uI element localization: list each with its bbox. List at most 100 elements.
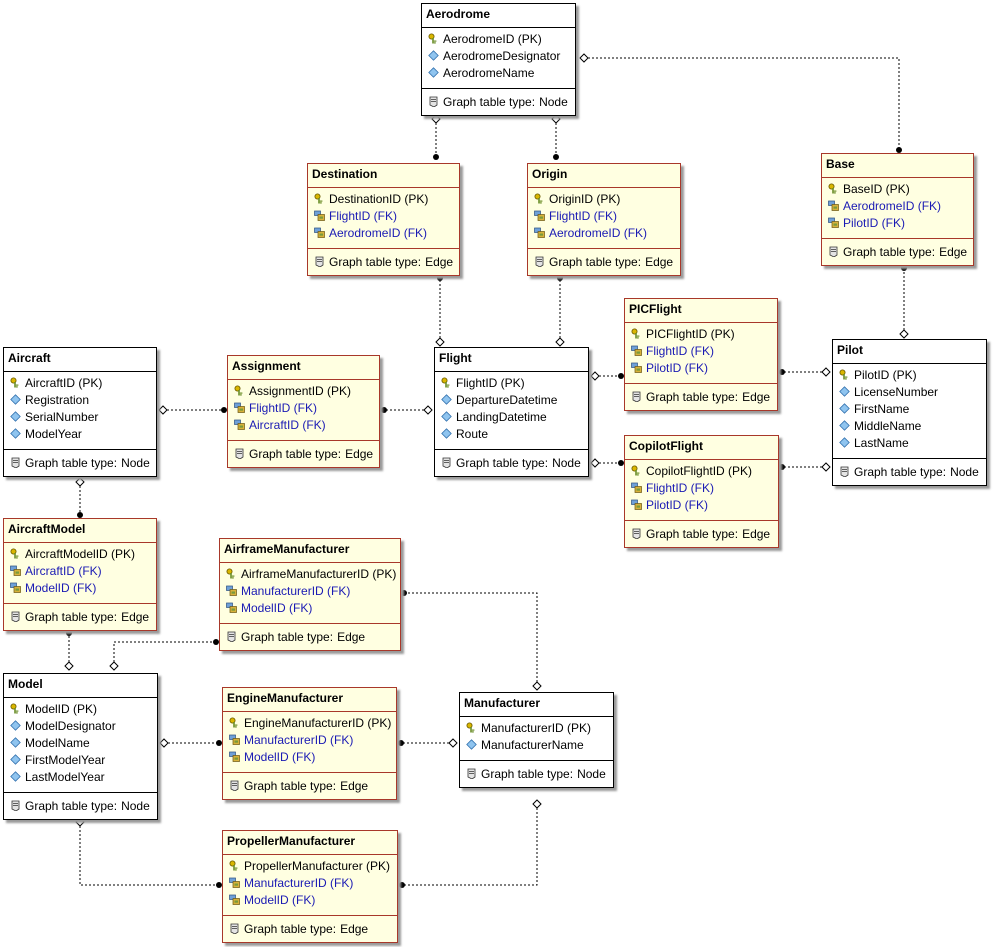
attribute-row[interactable]: AerodromeID (FK) [308, 225, 459, 242]
attribute-row[interactable]: PilotID (PK) [833, 367, 986, 384]
relationship-manufacturer-propellermanufacturer[interactable] [399, 799, 542, 888]
entity-title[interactable]: CopilotFlight [625, 436, 778, 460]
attribute-row[interactable]: AerodromeID (FK) [528, 225, 680, 242]
attribute-row[interactable]: LicenseNumber [833, 384, 986, 401]
attribute-row[interactable]: FlightID (FK) [308, 208, 459, 225]
attribute-row[interactable]: PropellerManufacturer (PK) [223, 858, 397, 875]
relationship-line[interactable] [402, 800, 538, 886]
entity-title[interactable]: AirframeManufacturer [220, 539, 400, 563]
relationship-flight-origin[interactable] [555, 275, 565, 347]
entity-title[interactable]: PropellerManufacturer [223, 831, 397, 855]
attribute-row[interactable]: OriginID (PK) [528, 191, 680, 208]
relationship-aerodrome-destination[interactable] [431, 114, 441, 160]
attribute-row[interactable]: ModelName [4, 735, 157, 752]
attribute-row[interactable]: AircraftID (FK) [228, 417, 379, 434]
attribute-row[interactable]: Route [435, 426, 588, 443]
attribute-row[interactable]: ModelYear [4, 426, 156, 443]
attribute-row[interactable]: PilotID (FK) [625, 360, 777, 377]
relationship-model-airframemanufacturer[interactable] [109, 639, 219, 671]
attribute-row[interactable]: FlightID (PK) [435, 375, 588, 392]
attribute-row[interactable]: FlightID (FK) [625, 480, 778, 497]
attribute-row[interactable]: ManufacturerID (FK) [223, 875, 397, 892]
attribute-row[interactable]: ManufacturerName [460, 737, 613, 754]
relationship-pilot-base[interactable] [899, 265, 909, 339]
attribute-row[interactable]: PilotID (FK) [822, 215, 973, 232]
relationship-flight-destination[interactable] [435, 275, 445, 347]
attribute-row[interactable]: Registration [4, 392, 156, 409]
attribute-row[interactable]: AirframeManufacturerID (PK) [220, 566, 400, 583]
attribute-row[interactable]: CopilotFlightID (PK) [625, 463, 778, 480]
attribute-row[interactable]: ModelDesignator [4, 718, 157, 735]
entity-title[interactable]: EngineManufacturer [223, 688, 396, 712]
entity-title[interactable]: AircraftModel [4, 519, 156, 543]
relationship-pilot-picflight[interactable] [779, 367, 831, 377]
relationship-line[interactable] [79, 818, 219, 886]
attribute-row[interactable]: AircraftID (PK) [4, 375, 156, 392]
relationship-line[interactable] [113, 641, 216, 670]
attribute-row[interactable]: AssignmentID (PK) [228, 383, 379, 400]
attribute-row[interactable]: AircraftModelID (PK) [4, 546, 156, 563]
relationship-aircraft-aircraftmodel[interactable] [75, 477, 85, 518]
relationship-aerodrome-origin[interactable] [551, 114, 561, 160]
attribute-row[interactable]: FlightID (FK) [625, 343, 777, 360]
attribute-row[interactable]: ManufacturerID (FK) [220, 583, 400, 600]
attribute-row[interactable]: FlightID (FK) [228, 400, 379, 417]
attribute-row[interactable]: AerodromeDesignator [422, 48, 575, 65]
attribute-row[interactable]: AerodromeName [422, 65, 575, 82]
relationship-model-propellermanufacturer[interactable] [75, 817, 222, 888]
attribute-row[interactable]: ModelID (FK) [223, 749, 396, 766]
relationship-line[interactable] [580, 57, 900, 150]
relationship-model-aircraftmodel[interactable] [64, 630, 74, 671]
attribute-row[interactable]: DestinationID (PK) [308, 191, 459, 208]
relationship-model-enginemanufacturer[interactable] [159, 738, 222, 748]
entity-title[interactable]: Base [822, 154, 973, 178]
relationship-aerodrome-base[interactable] [579, 53, 902, 153]
attribute-row[interactable]: FirstName [833, 401, 986, 418]
attribute-row[interactable]: PilotID (FK) [625, 497, 778, 514]
attribute-row[interactable]: DepartureDatetime [435, 392, 588, 409]
attribute-row[interactable]: LastName [833, 435, 986, 452]
attribute-row[interactable]: MiddleName [833, 418, 986, 435]
attribute-row[interactable]: ManufacturerID (PK) [460, 720, 613, 737]
relationship-manufacturer-enginemanufacturer[interactable] [398, 738, 458, 748]
entity-title[interactable]: Aircraft [4, 348, 156, 372]
attribute-row[interactable]: AircraftID (FK) [4, 563, 156, 580]
attribute-row[interactable]: AerodromeID (PK) [422, 31, 575, 48]
entity-title[interactable]: Pilot [833, 340, 986, 364]
entity-title[interactable]: Assignment [228, 356, 379, 380]
entity-title[interactable]: PICFlight [625, 299, 777, 323]
attribute-row[interactable]: LastModelYear [4, 769, 157, 786]
relationship-flight-picflight[interactable] [590, 371, 624, 381]
relationship-aircraft-assignment[interactable] [158, 405, 227, 415]
attribute-row[interactable]: SerialNumber [4, 409, 156, 426]
entity-title[interactable]: Manufacturer [460, 693, 613, 717]
relationship-pilot-copilotflight[interactable] [779, 462, 831, 472]
attribute-row[interactable]: EngineManufacturerID (PK) [223, 715, 396, 732]
relationship-line[interactable] [404, 592, 538, 690]
entity-title[interactable]: Aerodrome [422, 4, 575, 28]
attribute-row[interactable]: BaseID (PK) [822, 181, 973, 198]
attribute-row[interactable]: LandingDatetime [435, 409, 588, 426]
attribute-row[interactable]: FlightID (FK) [528, 208, 680, 225]
attribute-row[interactable]: ModelID (FK) [4, 580, 156, 597]
attribute-row[interactable]: PICFlightID (PK) [625, 326, 777, 343]
attribute-row[interactable]: ModelID (PK) [4, 701, 157, 718]
entity-title[interactable]: Flight [435, 348, 588, 372]
attribute-row[interactable]: ModelID (FK) [220, 600, 400, 617]
attribute-row[interactable]: FirstModelYear [4, 752, 157, 769]
